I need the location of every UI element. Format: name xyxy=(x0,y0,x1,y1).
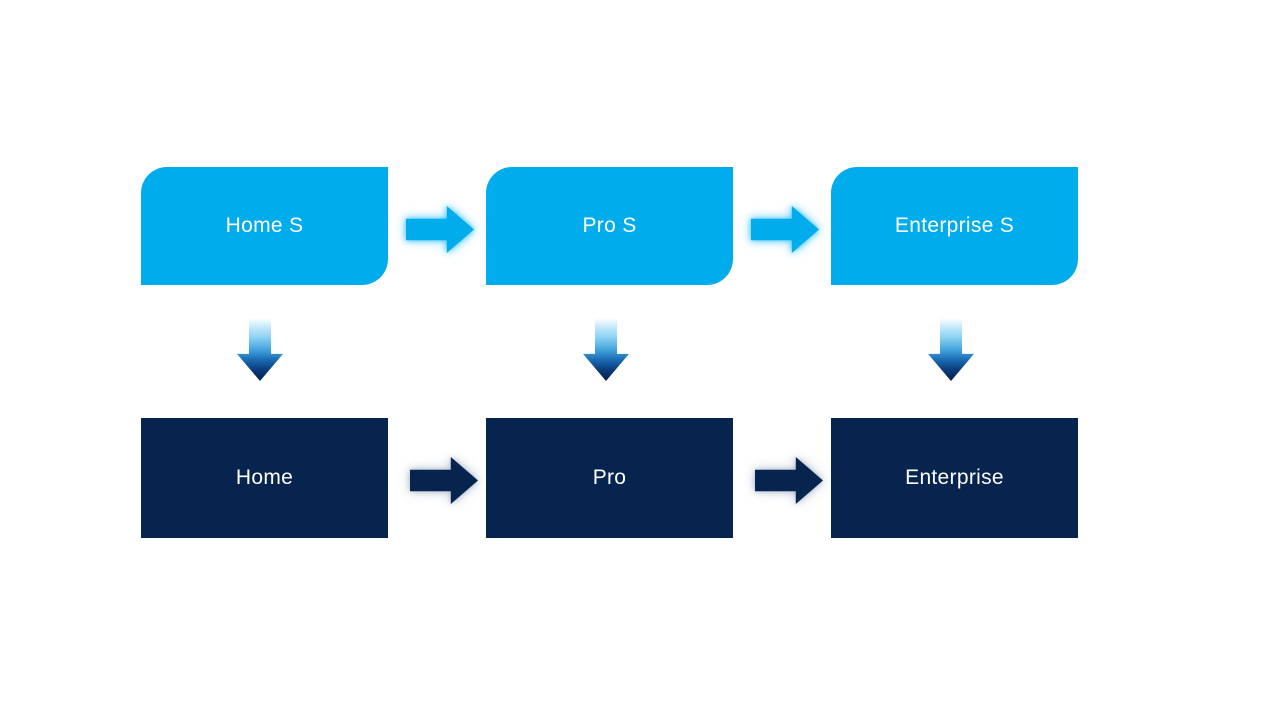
arrow-down-icon xyxy=(237,318,283,381)
node-pro[interactable]: Pro xyxy=(486,418,733,538)
node-label: Home S xyxy=(225,214,304,237)
arrow-down-icon xyxy=(928,318,974,381)
node-label: Enterprise xyxy=(905,466,1004,489)
node-label: Pro S xyxy=(582,214,637,237)
node-enterprise-s[interactable]: Enterprise S xyxy=(831,167,1078,285)
node-home-s[interactable]: Home S xyxy=(141,167,388,285)
arrow-right-icon xyxy=(410,457,478,504)
arrow-right-icon xyxy=(755,457,823,504)
node-label: Pro xyxy=(592,466,627,489)
node-home[interactable]: Home xyxy=(141,418,388,538)
arrow-right-icon xyxy=(406,206,474,253)
node-enterprise[interactable]: Enterprise xyxy=(831,418,1078,538)
node-pro-s[interactable]: Pro S xyxy=(486,167,733,285)
node-label: Home xyxy=(235,466,294,489)
arrow-right-icon xyxy=(751,206,819,253)
node-label: Enterprise S xyxy=(894,214,1015,237)
arrow-down-icon xyxy=(583,318,629,381)
